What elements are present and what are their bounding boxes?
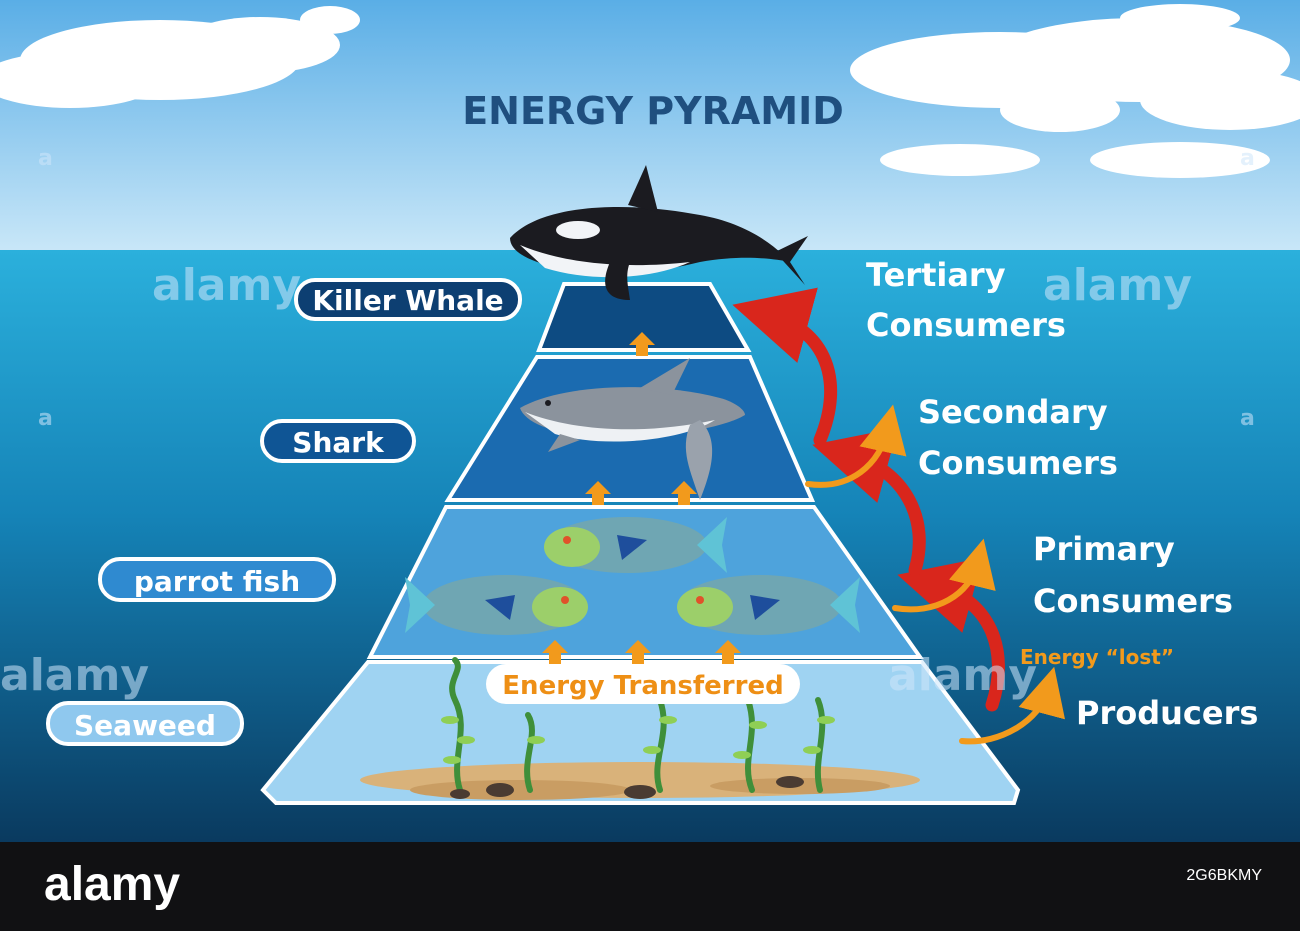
energy-flow-arrows bbox=[542, 332, 741, 664]
up-arrow-icon bbox=[585, 481, 611, 505]
watermark-text: alamy bbox=[152, 260, 301, 311]
orange-arrow-icon bbox=[959, 666, 1065, 745]
red-arrow-icon bbox=[812, 427, 926, 577]
level-primary-line2: Consumers bbox=[1033, 582, 1233, 620]
killer-whale-icon bbox=[510, 165, 808, 300]
parrot-fish-pill bbox=[98, 557, 336, 602]
up-arrow-icon bbox=[629, 332, 655, 356]
watermark-corner: a bbox=[1240, 146, 1255, 171]
energy-lost-label: Energy “lost” bbox=[1020, 645, 1174, 669]
level-producers: Producers bbox=[1076, 694, 1258, 732]
organism-seaweed: Seaweed bbox=[74, 709, 216, 742]
parrot-fish-icon bbox=[677, 575, 860, 635]
organism-killer-whale: Killer Whale bbox=[312, 284, 503, 317]
watermark-corner: a bbox=[38, 146, 53, 171]
seaweed-pill bbox=[46, 701, 244, 746]
shark-icon bbox=[520, 358, 745, 500]
energy-transferred-label: Energy Transferred bbox=[502, 671, 783, 701]
diagram-title: ENERGY PYRAMID bbox=[462, 89, 844, 133]
seabed-rocks bbox=[450, 776, 804, 799]
killer-whale-pill bbox=[294, 278, 522, 321]
parrot-fish-group bbox=[405, 517, 860, 635]
red-arrow-icon bbox=[897, 557, 1005, 712]
watermark-text: alamy bbox=[1043, 260, 1192, 311]
level-tertiary-line2: Consumers bbox=[866, 306, 1066, 344]
footer-bar bbox=[0, 842, 1300, 931]
organism-shark: Shark bbox=[292, 426, 385, 459]
level-tertiary-line1: Tertiary bbox=[866, 256, 1006, 294]
energy-transfer-red-arrows bbox=[732, 287, 1005, 712]
clouds bbox=[0, 4, 1300, 178]
level-primary-line1: Primary bbox=[1033, 530, 1175, 568]
parrot-fish-icon bbox=[544, 517, 727, 573]
image-id-label: 2G6BKMY bbox=[1186, 867, 1262, 884]
orange-arrow-icon bbox=[892, 538, 996, 613]
watermark-text: alamy bbox=[0, 650, 149, 701]
watermark-corner: a bbox=[38, 406, 53, 431]
orange-arrow-icon bbox=[805, 404, 907, 488]
watermark-text: alamy bbox=[888, 650, 1037, 701]
energy-lost-orange-arrows bbox=[805, 404, 1065, 745]
up-arrow-icon bbox=[715, 640, 741, 664]
seaweed-icon bbox=[449, 657, 826, 793]
watermarks: alamy alamy alamy alamy a a a a bbox=[0, 146, 1255, 701]
energy-transferred-pill bbox=[486, 664, 800, 704]
level-secondary-line2: Consumers bbox=[918, 444, 1118, 482]
up-arrow-icon bbox=[671, 481, 697, 505]
shark-pill bbox=[260, 419, 416, 463]
watermark-corner: a bbox=[1240, 406, 1255, 431]
up-arrow-icon bbox=[625, 640, 651, 664]
level-secondary-line1: Secondary bbox=[918, 393, 1108, 431]
red-arrow-icon bbox=[732, 287, 838, 447]
up-arrow-icon bbox=[542, 640, 568, 664]
parrot-fish-icon bbox=[405, 575, 588, 635]
seaweed-leaves bbox=[441, 716, 835, 764]
organism-parrot-fish: parrot fish bbox=[134, 565, 300, 598]
alamy-logo: alamy bbox=[44, 858, 180, 911]
